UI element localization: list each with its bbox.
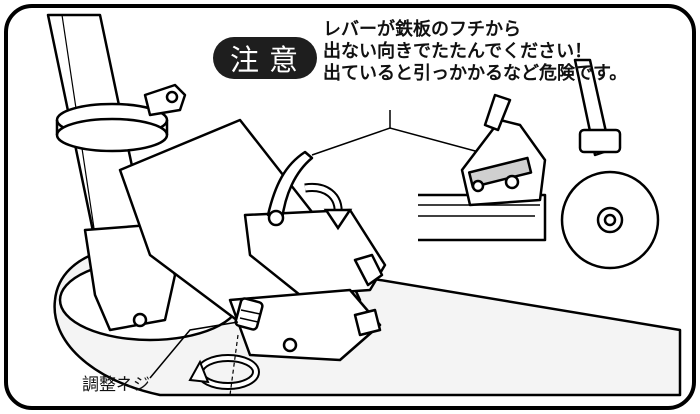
fold-arrow-head	[323, 208, 353, 231]
notice-line: 出ていると引っかかるなど危険です。	[323, 63, 628, 84]
folding-lever	[266, 150, 314, 222]
notice-line: レバーが鉄板のフチから	[323, 19, 521, 40]
notice-text: レバーが鉄板のフチから 出ない向きでたたんでください！ 出ていると引っかかるなど…	[323, 19, 683, 85]
screw-leader-line	[149, 321, 239, 379]
adjust-screw-label: 調整ネジ	[82, 375, 150, 395]
notice-line: 出ない向きでたたんでください！	[323, 41, 593, 62]
notice-badge: 注意	[213, 37, 317, 79]
lower-plate	[228, 288, 382, 362]
inset-lever	[467, 156, 533, 189]
inset-detail	[418, 58, 660, 270]
